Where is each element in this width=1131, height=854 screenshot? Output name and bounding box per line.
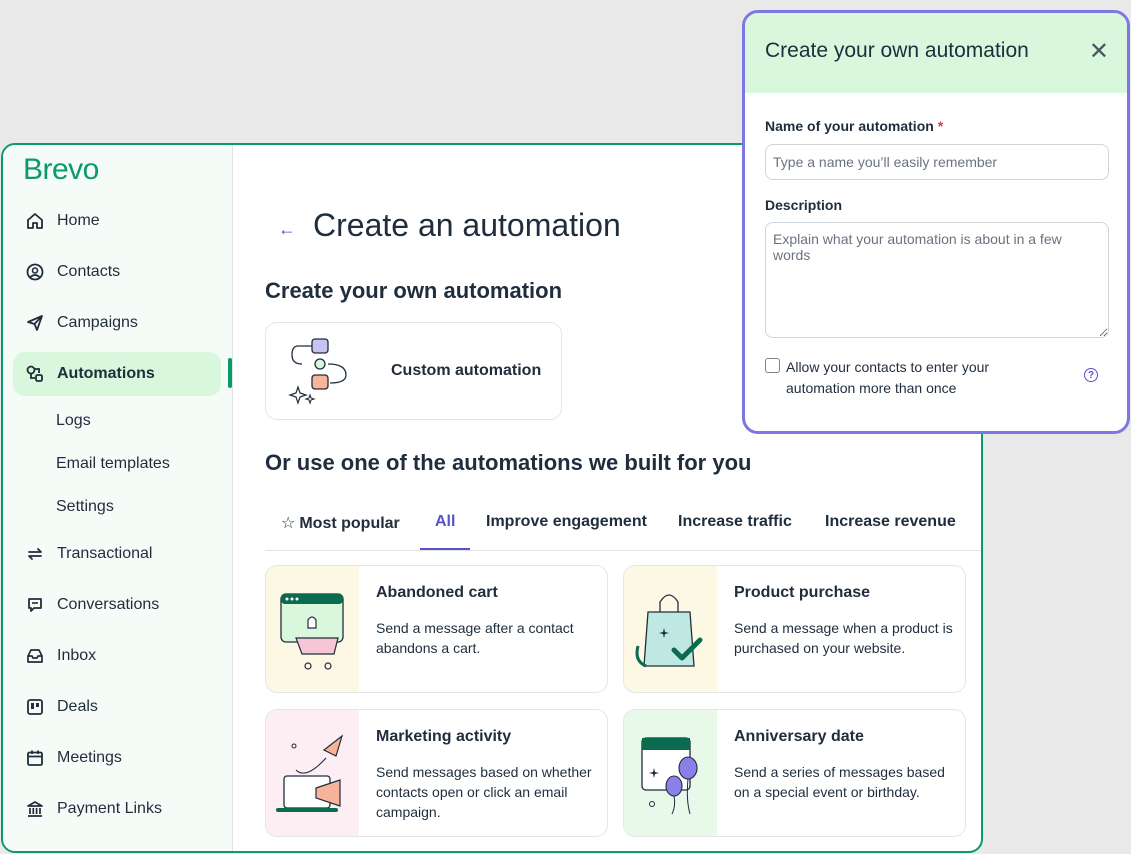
sidebar-item-inbox[interactable]: Inbox	[13, 634, 221, 678]
template-title: Marketing activity	[376, 728, 512, 745]
sidebar-item-payment-links[interactable]: Payment Links	[13, 787, 221, 831]
section-own-title: Create your own automation	[265, 278, 563, 303]
tab-increase-traffic[interactable]: Increase traffic	[678, 513, 792, 530]
close-icon[interactable]: ✕	[1088, 38, 1109, 65]
sidebar-item-deals[interactable]: Deals	[13, 685, 221, 729]
anniversary-date-illustration	[624, 710, 717, 836]
marketing-activity-illustration	[266, 710, 359, 836]
sidebar-item-contacts[interactable]: Contacts	[13, 250, 221, 294]
send-icon	[25, 313, 45, 333]
sidebar-item-label: Campaigns	[57, 314, 138, 331]
custom-automation-label: Custom automation	[391, 362, 542, 379]
automation-name-input[interactable]	[765, 144, 1109, 180]
page-title: Create an automation	[313, 207, 621, 243]
sidebar-item-label: Meetings	[57, 749, 122, 766]
required-mark: *	[937, 118, 944, 134]
home-icon	[25, 211, 45, 231]
template-card-anniversary-date[interactable]: Anniversary date Send a series of messag…	[623, 709, 966, 837]
template-card-marketing-activity[interactable]: Marketing activity Send messages based o…	[265, 709, 608, 837]
template-description: Send messages based on whether contacts …	[376, 764, 592, 820]
star-icon: ☆	[281, 515, 296, 532]
section-built-title: Or use one of the automations we built f…	[265, 450, 752, 475]
tab-most-popular[interactable]: ☆Most popular	[281, 515, 400, 532]
name-field-label: Name of your automation *	[765, 118, 944, 134]
sidebar-item-transactional[interactable]: Transactional	[13, 532, 221, 576]
sidebar-item-label: Contacts	[57, 263, 121, 280]
template-card-abandoned-cart[interactable]: Abandoned cart Send a message after a co…	[265, 565, 608, 693]
template-description: Send a message when a product is purchas…	[734, 620, 953, 656]
help-icon[interactable]: ?	[1084, 368, 1098, 382]
sidebar-item-label: Conversations	[57, 596, 160, 613]
custom-automation-illustration	[288, 338, 347, 405]
sidebar-item-automations[interactable]: Automations	[13, 352, 221, 396]
create-automation-modal: Create your own automation ✕ Name of you…	[742, 10, 1130, 434]
back-arrow-icon[interactable]: ←	[278, 219, 296, 239]
sidebar-item-campaigns[interactable]: Campaigns	[13, 301, 221, 345]
main-content: ← Create an automation Create your own a…	[234, 145, 981, 851]
sidebar-item-label: Transactional	[57, 545, 153, 562]
abandoned-cart-illustration	[266, 566, 359, 692]
sidebar-item-label: Payment Links	[57, 800, 162, 817]
description-field-label: Description	[765, 197, 843, 213]
sidebar-item-conversations[interactable]: Conversations	[13, 583, 221, 627]
inbox-icon	[25, 646, 45, 666]
sidebar-item-label: Inbox	[57, 647, 97, 664]
modal-title: Create your own automation	[765, 39, 1029, 62]
sidebar: Brevo Home Contacts Campaigns Automation…	[3, 145, 233, 851]
description-textarea[interactable]	[765, 222, 1109, 338]
filter-tabs: ☆Most popular All Improve engagement Inc…	[265, 505, 981, 551]
modal-header: Create your own automation ✕	[745, 13, 1127, 93]
tab-all[interactable]: All	[435, 513, 456, 530]
sidebar-item-meetings[interactable]: Meetings	[13, 736, 221, 780]
contacts-icon	[25, 262, 45, 282]
automation-icon	[25, 364, 45, 384]
template-title: Product purchase	[734, 584, 871, 601]
sidebar-subitem-settings[interactable]: Settings	[56, 498, 114, 515]
template-card-product-purchase[interactable]: Product purchase Send a message when a p…	[623, 565, 966, 693]
sidebar-item-label: Automations	[57, 365, 155, 382]
bank-icon	[25, 799, 45, 819]
allow-reentry-checkbox[interactable]	[765, 358, 780, 373]
chat-icon	[25, 595, 45, 615]
sidebar-item-label: Home	[57, 212, 100, 229]
template-title: Abandoned cart	[376, 584, 498, 601]
transfer-icon	[25, 544, 45, 564]
template-description: Send a message after a contact abandons …	[376, 620, 574, 656]
tab-improve-engagement[interactable]: Improve engagement	[486, 513, 647, 530]
brand-logo[interactable]: Brevo	[23, 153, 99, 186]
allow-reentry-label: Allow your contacts to enter your automa…	[786, 359, 990, 396]
deals-icon	[25, 697, 45, 717]
calendar-icon	[25, 748, 45, 768]
sidebar-subitem-logs[interactable]: Logs	[56, 412, 91, 429]
product-purchase-illustration	[624, 566, 717, 692]
sidebar-item-home[interactable]: Home	[13, 199, 221, 243]
custom-automation-card[interactable]: Custom automation	[265, 322, 562, 420]
template-title: Anniversary date	[734, 728, 864, 745]
template-description: Send a series of messages based on a spe…	[734, 764, 945, 800]
active-indicator	[228, 358, 232, 388]
active-tab-underline	[420, 548, 470, 550]
sidebar-item-label: Deals	[57, 698, 98, 715]
sidebar-subitem-email-templates[interactable]: Email templates	[56, 455, 170, 472]
tab-increase-revenue[interactable]: Increase revenue	[825, 513, 956, 530]
